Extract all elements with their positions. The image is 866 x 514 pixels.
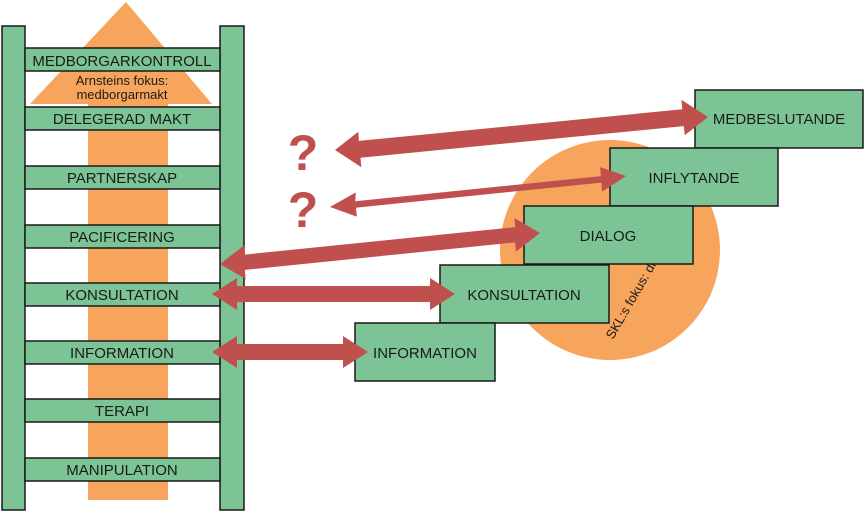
arrow-dialog-to-pacificering xyxy=(220,218,540,279)
step-label: INFORMATION xyxy=(373,345,477,362)
rung-label: MANIPULATION xyxy=(66,462,177,479)
stair-step: INFORMATION xyxy=(354,322,496,382)
step-label: MEDBESLUTANDE xyxy=(713,111,845,128)
ladder-rung: TERAPI xyxy=(24,398,221,423)
rung-label: TERAPI xyxy=(95,403,149,420)
arnstein-focus-line2: medborgarmakt xyxy=(76,87,167,102)
stair-step: MEDBESLUTANDE xyxy=(694,89,864,149)
ladder-rung: PARTNERSKAP xyxy=(24,165,221,190)
stair-step: KONSULTATION xyxy=(439,264,610,324)
arrow-medbeslutande-to-question xyxy=(335,99,708,168)
rung-label: MEDBORGARKONTROLL xyxy=(32,53,211,70)
ladder-rung: MEDBORGARKONTROLL xyxy=(24,47,221,72)
arnstein-focus-label: Arnsteins fokus: medborgarmakt xyxy=(76,73,169,102)
stair-step: INFLYTANDE xyxy=(609,147,779,207)
arrow-konsultation xyxy=(212,278,455,310)
rung-label: INFORMATION xyxy=(70,345,174,362)
step-label: KONSULTATION xyxy=(467,287,580,304)
ladder-rung: PACIFICERING xyxy=(24,224,221,249)
rung-label: PACIFICERING xyxy=(69,229,175,246)
question-mark-upper: ? xyxy=(288,125,319,181)
ladder-rung: MANIPULATION xyxy=(24,457,221,482)
ladder-left-rail xyxy=(1,25,26,511)
arnstein-focus-line1: Arnsteins fokus: xyxy=(76,73,169,88)
rung-label: PARTNERSKAP xyxy=(67,170,177,187)
rung-label: KONSULTATION xyxy=(65,287,178,304)
arrow-information xyxy=(212,336,368,368)
question-mark-lower: ? xyxy=(288,182,319,238)
ladder-rung: DELEGERAD MAKT xyxy=(24,106,221,131)
ladder-rung: KONSULTATION xyxy=(24,282,221,307)
rung-label: DELEGERAD MAKT xyxy=(53,111,191,128)
step-label: INFLYTANDE xyxy=(648,170,739,187)
ladder-rung: INFORMATION xyxy=(24,340,221,365)
step-label: DIALOG xyxy=(580,228,637,245)
arrow-inflytande-to-question xyxy=(330,167,626,217)
stair-step: DIALOG xyxy=(523,205,694,265)
